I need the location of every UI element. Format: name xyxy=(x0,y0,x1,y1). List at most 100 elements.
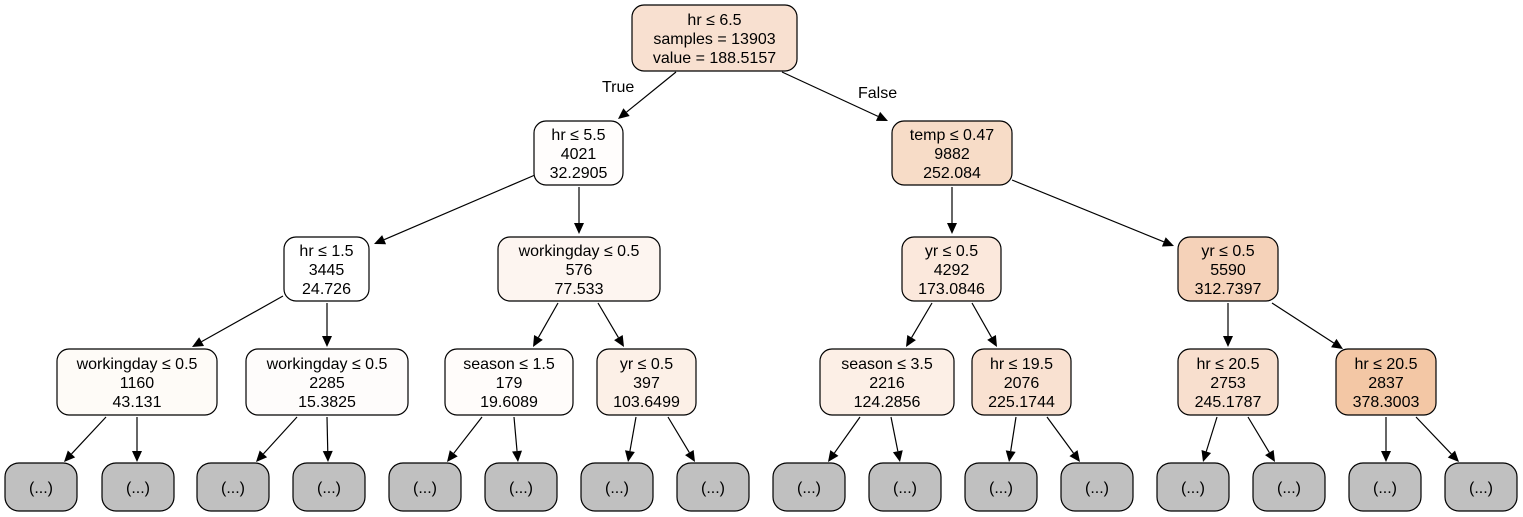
edge-arrow xyxy=(890,416,903,462)
node-box xyxy=(283,236,370,302)
edge-arrow xyxy=(533,302,559,347)
node-text-line: 24.726 xyxy=(302,281,351,298)
edge-arrow xyxy=(1415,416,1459,462)
node-box xyxy=(497,236,661,302)
node-text-line: 576 xyxy=(566,262,593,279)
edge-arrow xyxy=(828,416,861,462)
leaf-label: (...) xyxy=(1373,480,1397,497)
leaf-box xyxy=(1156,462,1230,512)
node-text-line: 19.6089 xyxy=(480,394,538,411)
leaf-label: (...) xyxy=(701,480,725,497)
leaf-box xyxy=(868,462,942,512)
node-text-line: workingday ≤ 0.5 xyxy=(518,243,640,260)
node-text-line: 397 xyxy=(633,375,660,392)
edge-label-true: True xyxy=(602,79,634,96)
node-text-line: season ≤ 3.5 xyxy=(841,356,933,373)
node-text-line: yr ≤ 0.5 xyxy=(620,356,673,373)
leaf-box xyxy=(196,462,270,512)
node-text-line: 2216 xyxy=(869,375,905,392)
truncated-leaf-node: (...) xyxy=(1348,462,1422,512)
leaf-box xyxy=(1060,462,1134,512)
node-text-line: workingday ≤ 0.5 xyxy=(76,356,198,373)
node-text-line: 2837 xyxy=(1368,375,1404,392)
leaf-label: (...) xyxy=(1085,480,1109,497)
leaf-box xyxy=(580,462,654,512)
truncated-leaf-node: (...) xyxy=(868,462,942,512)
node-text-line: yr ≤ 0.5 xyxy=(925,243,978,260)
tree-node: season ≤ 1.5 179 19.6089 xyxy=(444,348,574,416)
node-text-line: 103.6499 xyxy=(613,394,680,411)
node-text-line: hr ≤ 20.5 xyxy=(1196,356,1259,373)
node-text-line: 245.1787 xyxy=(1195,394,1262,411)
node-text-line: 32.2905 xyxy=(550,165,608,182)
truncated-leaf-node: (...) xyxy=(1444,462,1518,512)
node-box xyxy=(596,348,697,416)
edge-arrow xyxy=(625,416,637,462)
node-box xyxy=(1335,348,1437,416)
node-text-line: hr ≤ 1.5 xyxy=(299,243,353,260)
edge-arrow xyxy=(192,295,284,347)
edge-arrow xyxy=(1223,303,1233,347)
leaf-label: (...) xyxy=(413,480,437,497)
node-text-line: season ≤ 1.5 xyxy=(463,356,555,373)
node-text-line: 4292 xyxy=(934,262,970,279)
leaf-box xyxy=(1348,462,1422,512)
truncated-leaf-node: (...) xyxy=(388,462,462,512)
leaf-box xyxy=(292,462,366,512)
edge-arrow xyxy=(374,174,536,245)
edge-arrow xyxy=(1011,179,1174,247)
node-text-line: samples = 13903 xyxy=(653,31,775,48)
edge-arrow xyxy=(1201,416,1218,462)
truncated-leaf-node: (...) xyxy=(484,462,558,512)
leaf-box xyxy=(388,462,462,512)
node-box xyxy=(56,348,218,416)
node-text-line: yr ≤ 0.5 xyxy=(1201,243,1254,260)
node-text-line: 179 xyxy=(496,375,523,392)
leaf-box xyxy=(772,462,846,512)
leaf-label: (...) xyxy=(221,480,245,497)
node-text-line: 225.1744 xyxy=(988,394,1055,411)
leaf-box xyxy=(1444,462,1518,512)
node-box xyxy=(533,120,624,186)
leaf-label: (...) xyxy=(29,480,53,497)
node-text-line: 1160 xyxy=(120,375,155,392)
edge-arrow xyxy=(447,416,483,462)
node-text-line: 15.3825 xyxy=(298,394,356,411)
node-box xyxy=(245,348,409,416)
leaf-label: (...) xyxy=(893,480,917,497)
edge-arrow xyxy=(781,71,888,121)
leaf-label: (...) xyxy=(509,480,533,497)
node-text-line: 3445 xyxy=(309,262,345,279)
leaf-label: (...) xyxy=(989,480,1013,497)
truncated-leaf-node: (...) xyxy=(292,462,366,512)
node-box xyxy=(1177,348,1279,416)
node-text-line: 173.0846 xyxy=(918,281,985,298)
leaf-box xyxy=(964,462,1038,512)
node-box xyxy=(819,348,955,416)
node-text-line: 2076 xyxy=(1004,375,1040,392)
node-text-line: 252.084 xyxy=(923,165,981,182)
edge-arrow xyxy=(906,302,933,347)
truncated-leaf-node: (...) xyxy=(772,462,846,512)
truncated-leaf-node: (...) xyxy=(676,462,750,512)
node-text-line: temp ≤ 0.47 xyxy=(910,127,994,144)
truncated-leaf-node: (...) xyxy=(101,462,175,512)
node-text-line: workingday ≤ 0.5 xyxy=(266,356,388,373)
node-text-line: value = 188.5157 xyxy=(653,50,776,67)
node-text-line: 312.7397 xyxy=(1195,281,1262,298)
node-text-line: hr ≤ 20.5 xyxy=(1354,356,1417,373)
edge-arrow xyxy=(322,303,332,347)
leaf-box xyxy=(101,462,175,512)
edge-arrow xyxy=(256,416,298,462)
leaf-box xyxy=(4,462,78,512)
node-text-line: 77.533 xyxy=(555,281,604,298)
